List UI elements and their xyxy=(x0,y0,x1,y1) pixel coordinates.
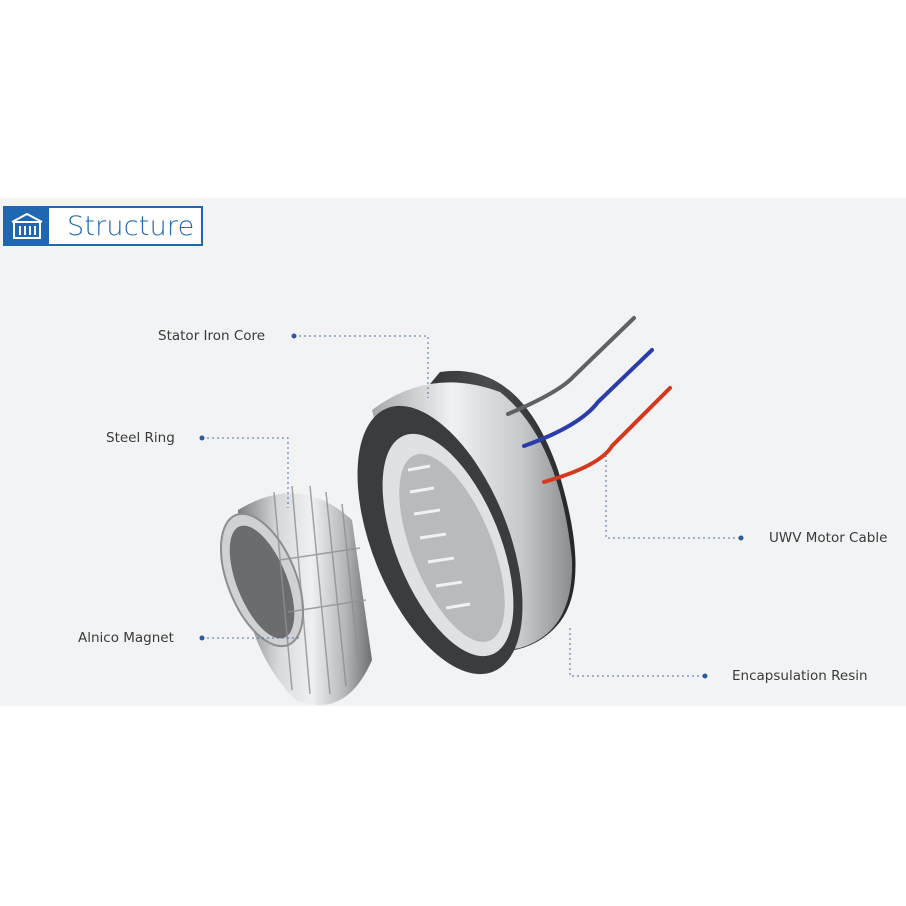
motor-cables xyxy=(506,316,672,484)
label-encapsulation-resin: Encapsulation Resin xyxy=(732,668,868,684)
steel-ring-part xyxy=(219,485,372,705)
label-steel-ring: Steel Ring xyxy=(106,430,175,446)
building-icon xyxy=(5,208,49,244)
label-alnico-magnet: Alnico Magnet xyxy=(78,630,174,646)
label-uwv-motor-cable: UWV Motor Cable xyxy=(769,530,888,546)
leader-dots xyxy=(199,333,744,679)
label-stator-iron-core: Stator Iron Core xyxy=(158,328,266,344)
motor-exploded-illustration xyxy=(199,316,744,705)
section-header: Structure xyxy=(3,206,203,246)
leader-lines xyxy=(202,335,741,677)
page-title: Structure xyxy=(67,211,195,242)
